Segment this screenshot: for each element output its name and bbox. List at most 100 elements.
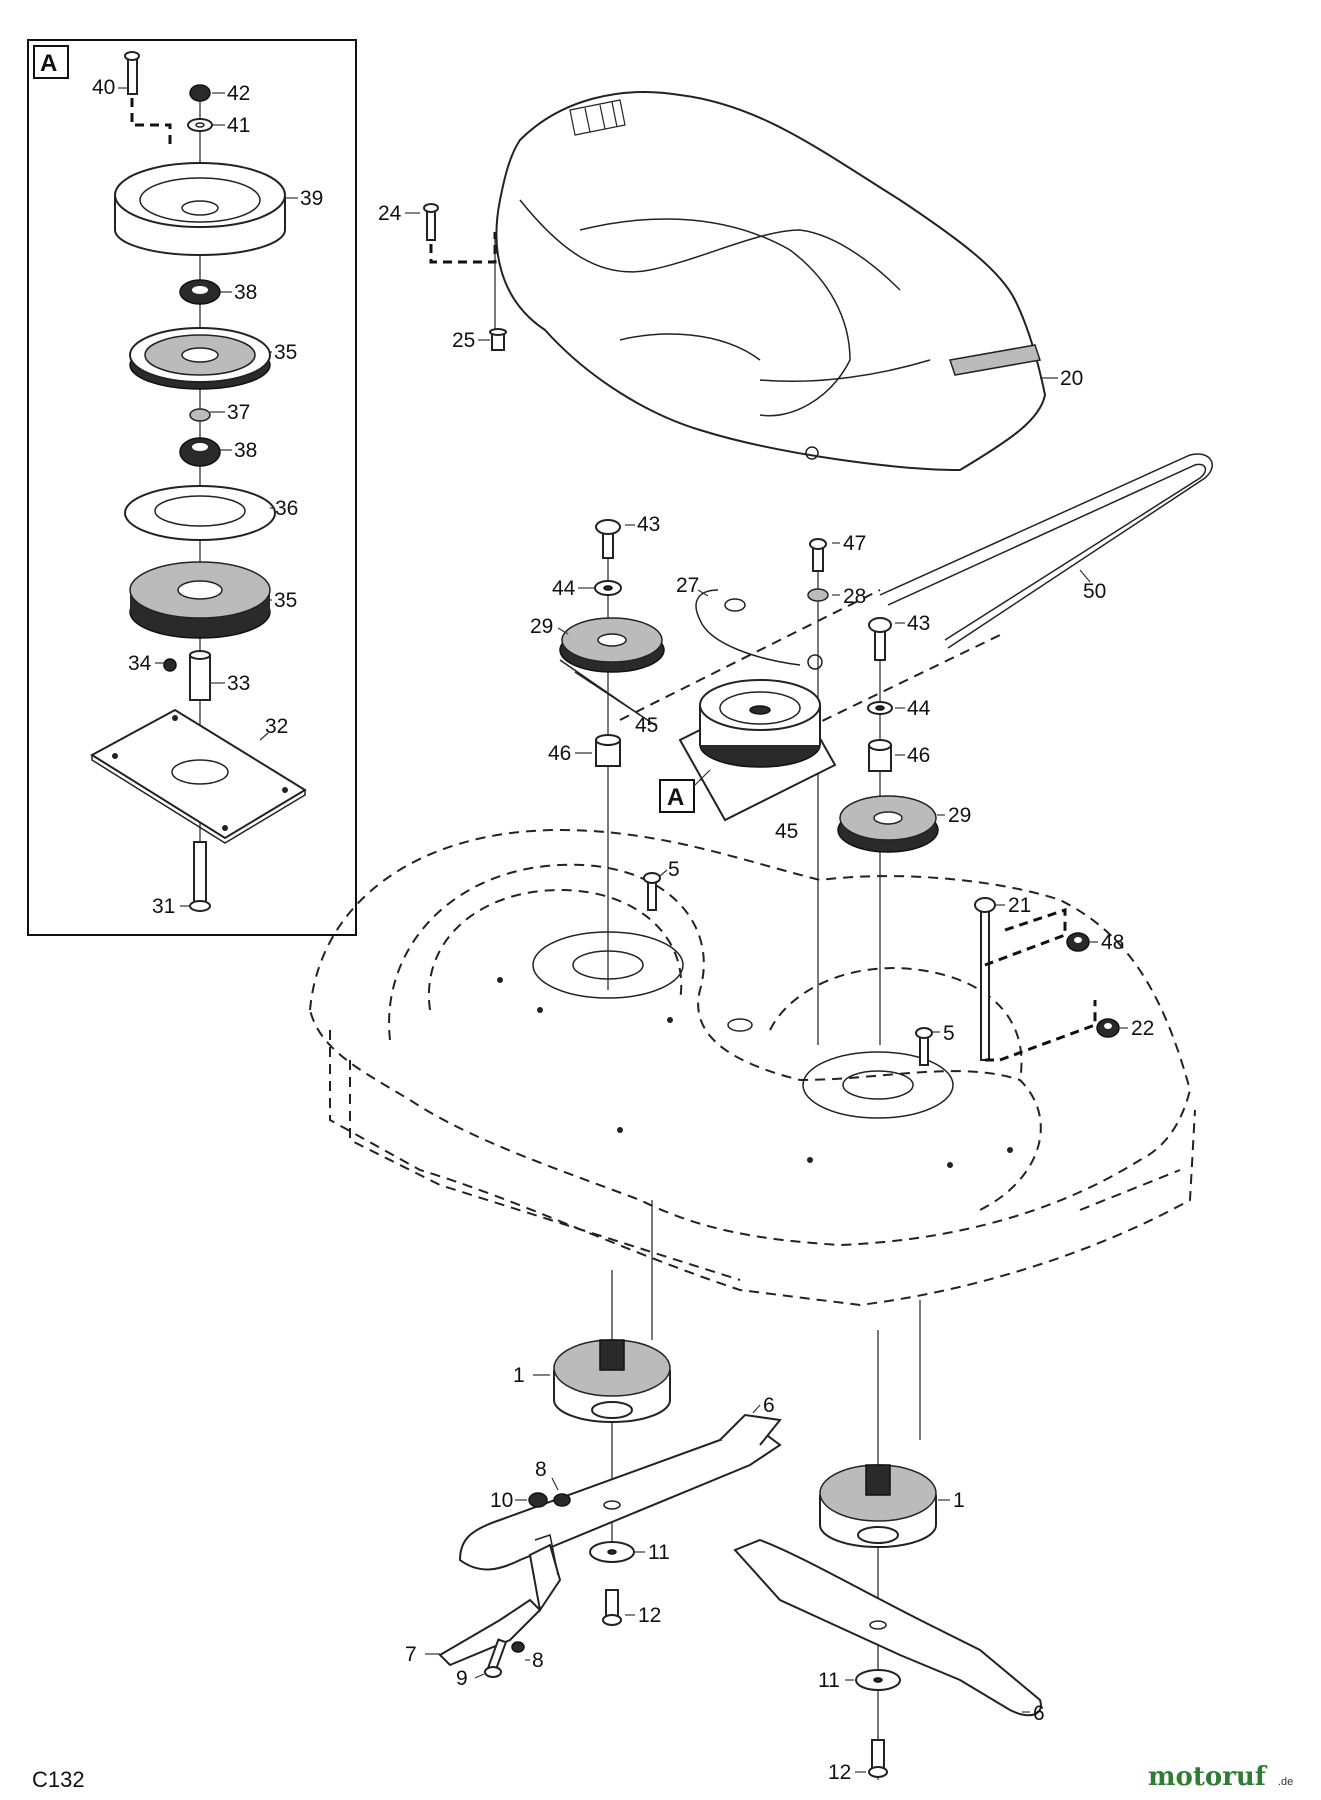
bearing-38-upper [179,279,221,305]
callout-34: 34 [128,652,152,675]
callout-12-right: 12 [828,1761,851,1784]
nut-8-lower [511,1641,525,1653]
callout-35-upper: 35 [274,341,297,364]
callout-28: 28 [843,585,866,608]
spacer-37 [189,408,211,422]
callout-44-left: 44 [552,577,576,600]
callout-27: 27 [676,574,699,597]
callout-11-right: 11 [818,1669,840,1692]
bolt-24 [423,203,439,241]
nut-8-upper [553,1493,571,1507]
callout-5-right: 5 [943,1022,955,1045]
callout-37: 37 [227,401,250,424]
callout-45-left: 45 [635,714,658,737]
detail-box-a: A [27,39,357,936]
nut-25 [489,328,507,351]
blade-6-left [458,1413,782,1571]
washer-28 [807,588,829,602]
callout-38-lower: 38 [234,439,257,462]
spindle-housing-1-left [553,1339,671,1423]
mounting-plate-32 [90,708,307,844]
callout-43-right: 43 [907,612,930,635]
callout-11-left: 11 [648,1541,670,1564]
callout-36: 36 [275,497,298,520]
callout-35-lower: 35 [274,589,297,612]
blade-6-right [733,1538,1042,1717]
callout-44-right: 44 [907,697,931,720]
pin-34 [163,658,177,672]
bolt-5-left [643,872,661,911]
blade-7 [438,1534,562,1667]
callout-1-right: 1 [953,1489,965,1512]
callout-8-upper: 8 [535,1458,547,1481]
gear-pulley-35-lower [129,561,271,639]
bolt-21 [974,897,996,1061]
callout-42: 42 [227,82,250,105]
nut-48 [1066,932,1090,952]
spring-27 [695,589,823,670]
callout-9: 9 [456,1667,468,1690]
callout-33: 33 [227,672,250,695]
brand-logo: motoruf .de [1148,1762,1293,1792]
callout-50: 50 [1083,580,1106,603]
bolt-40 [124,51,140,95]
bearing-38-lower [179,437,221,467]
sheet-code: C132 [32,1767,85,1792]
nut-22 [1096,1018,1120,1038]
bolt-47 [809,538,827,572]
bolt-5-right [915,1027,933,1066]
callout-10: 10 [490,1489,513,1512]
callout-5-left: 5 [668,858,680,881]
idler-pulley-29-right [837,795,939,853]
callout-29-right: 29 [948,804,971,827]
bolt-12-right [868,1739,888,1778]
deck-cover-20 [495,91,1047,472]
callout-22: 22 [1131,1017,1154,1040]
callout-24: 24 [378,202,402,225]
bolt-12-left [602,1589,622,1626]
washer-41 [187,118,213,132]
callout-43-left: 43 [637,513,660,536]
brand-suffix: .de [1278,1776,1293,1788]
callout-1-left: 1 [513,1364,525,1387]
callout-20: 20 [1060,367,1083,390]
callout-39: 39 [300,187,323,210]
nut-42 [189,84,211,102]
callout-31: 31 [152,895,175,918]
mower-deck [308,828,1196,1307]
belt-50 [879,453,1213,649]
gear-pulley-35-upper [129,327,271,390]
callout-32: 32 [265,715,288,738]
spindle-housing-1-right [819,1464,937,1548]
callout-45-right: 45 [775,820,798,843]
bolt-43-left [595,519,621,559]
callout-46-left: 46 [548,742,571,765]
callout-38-upper: 38 [234,281,257,304]
callout-29-left: 29 [530,615,553,638]
callout-41: 41 [227,114,250,137]
spacer-46-left [595,734,621,767]
spacer-46-right [868,739,892,772]
detail-marker-a-ref: A [667,784,684,811]
idler-pulley-29-left [559,617,665,673]
callout-48: 48 [1101,931,1124,954]
washer-44-right [867,701,893,715]
callout-46-right: 46 [907,744,930,767]
nut-10 [528,1492,548,1508]
callout-21: 21 [1008,894,1031,917]
callout-8-lower: 8 [532,1649,544,1672]
brand-name: motoruf [1148,1762,1268,1792]
ring-plate-36 [124,485,276,541]
bushing-33 [189,650,211,701]
callout-12-left: 12 [638,1604,661,1627]
callout-25: 25 [452,329,475,352]
washer-44-left [594,580,622,596]
bolt-31 [189,841,211,912]
callout-40: 40 [92,76,115,99]
callout-7: 7 [405,1643,417,1666]
callout-6-right: 6 [1033,1702,1045,1725]
bolt-43-right [868,617,892,661]
callout-47: 47 [843,532,866,555]
detail-marker-a: A [40,50,57,77]
